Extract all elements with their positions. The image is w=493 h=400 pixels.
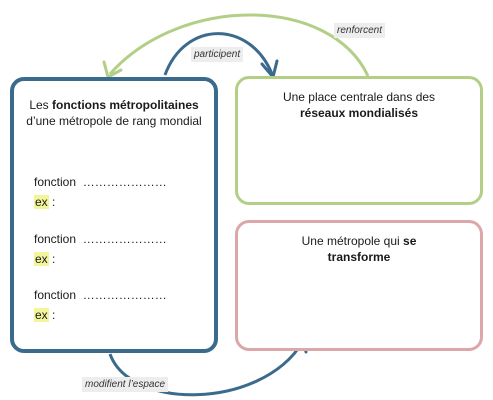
arrow-participent (163, 32, 274, 76)
fonction-row-2: fonction ………………… (34, 232, 167, 247)
title-bold-1: se (403, 234, 417, 248)
box-fonctions-metropolitaines: Les fonctions métropolitaines d’une métr… (10, 77, 218, 353)
fonction-row-1: fonction ………………… (34, 175, 167, 190)
fonction-label: fonction (34, 175, 77, 189)
fonction-label: fonction (34, 232, 77, 246)
box-top-right-title: Une place centrale dans des réseaux mond… (238, 89, 480, 121)
label-renforcent: renforcent (334, 23, 386, 38)
fonction-dots: ………………… (82, 288, 167, 302)
title-bold: fonctions métropolitaines (52, 98, 199, 112)
box-left-title: Les fonctions métropolitaines d’une métr… (14, 97, 214, 129)
example-label: ex (34, 308, 49, 322)
box-reseaux-mondialises: Une place centrale dans des réseaux mond… (235, 76, 483, 205)
fonction-row-3: fonction ………………… (34, 288, 167, 303)
title-prefix: Une métropole qui (301, 234, 404, 248)
example-label: ex (34, 195, 49, 209)
example-row-2: ex : (34, 252, 55, 267)
title-bold-2: transforme (327, 250, 391, 264)
example-row-3: ex : (34, 308, 55, 323)
arrow-renforcent (108, 13, 370, 77)
box-metropole-transforme: Une métropole qui se transforme (235, 220, 483, 351)
fonction-dots: ………………… (82, 175, 167, 189)
arrow-modifient (108, 342, 304, 397)
label-participent: participent (191, 47, 244, 62)
example-colon: : (48, 195, 56, 209)
box-bottom-right-title: Une métropole qui se transforme (238, 233, 480, 265)
title-bold: réseaux mondialisés (299, 106, 419, 120)
label-modifient: modifient l’espace (82, 377, 169, 392)
example-colon: : (48, 252, 56, 266)
example-label: ex (34, 252, 49, 266)
fonction-label: fonction (34, 288, 77, 302)
fonction-dots: ………………… (82, 232, 167, 246)
example-row-1: ex : (34, 195, 55, 210)
title-suffix: d’une métropole de rang mondial (26, 114, 202, 128)
title-prefix: Une place centrale dans des (282, 90, 436, 104)
example-colon: : (48, 308, 56, 322)
title-prefix: Les (29, 98, 52, 112)
